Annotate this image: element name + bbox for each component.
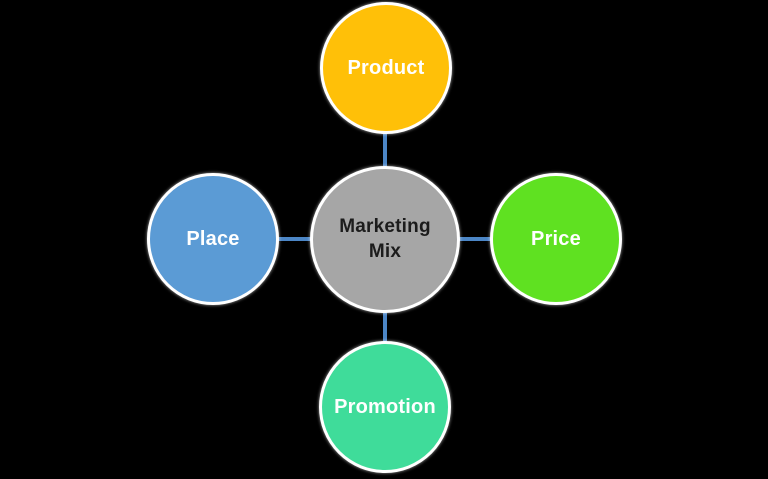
node-product-label: Product xyxy=(347,57,425,79)
node-marketing-mix: Marketing Mix xyxy=(310,166,460,313)
node-price-label: Price xyxy=(531,228,581,250)
node-place-label: Place xyxy=(186,228,240,250)
node-marketing-mix-label: Marketing Mix xyxy=(339,215,431,262)
node-price: Price xyxy=(490,173,622,305)
node-place: Place xyxy=(147,173,279,305)
node-product: Product xyxy=(320,2,452,134)
node-promotion: Promotion xyxy=(319,341,451,473)
node-promotion-label: Promotion xyxy=(334,396,436,418)
